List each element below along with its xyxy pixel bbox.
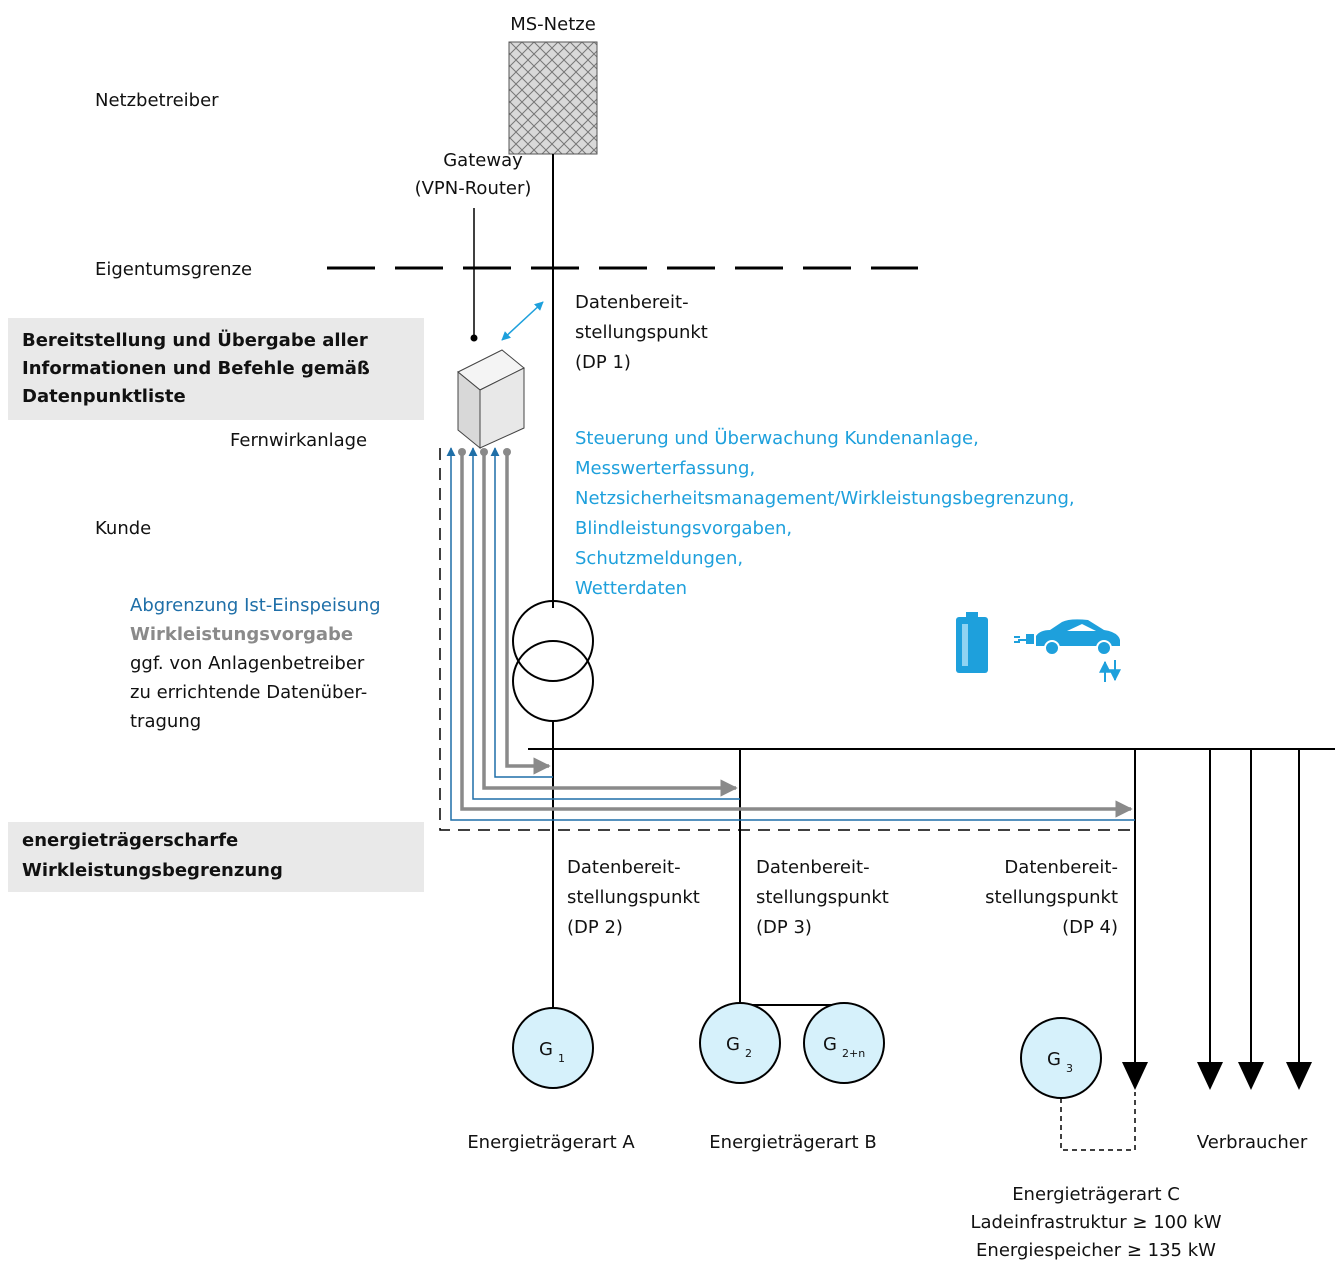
- svg-text:2: 2: [745, 1047, 752, 1060]
- fernwirkanlage-label: Fernwirkanlage: [230, 430, 367, 451]
- steuerung-text-4: Blindleistungsvorgaben,: [575, 518, 792, 539]
- dp4-label-3: (DP 4): [1062, 917, 1118, 938]
- art-c-label-2: Ladeinfrastruktur ≥ 100 kW: [970, 1212, 1221, 1233]
- bereitstellung-text-2: Informationen und Befehle gemäß: [22, 358, 370, 379]
- gateway-label-line1: Gateway: [443, 150, 523, 171]
- art-b-label: Energieträgerart B: [709, 1132, 876, 1153]
- steuerung-text-2: Messwerterfassung,: [575, 458, 755, 479]
- dp4-label-2: stellungspunkt: [985, 887, 1118, 908]
- svg-text:G: G: [1047, 1049, 1061, 1070]
- energietraeger-text-1: energieträgerscharfe: [22, 830, 238, 851]
- ms-netze-label: MS-Netze: [510, 14, 596, 35]
- consumer-arrow-2: [1238, 1062, 1264, 1090]
- bereitstellung-box: [8, 318, 424, 420]
- dp1-label-2: stellungspunkt: [575, 322, 708, 343]
- netzbetreiber-label: Netzbetreiber: [95, 90, 219, 111]
- kunde-label: Kunde: [95, 518, 151, 539]
- bereitstellung-text-3: Datenpunktliste: [22, 386, 186, 407]
- art-c-label-3: Energiespeicher ≥ 135 kW: [976, 1240, 1216, 1261]
- bidirectional-arrow-icon: [1099, 660, 1121, 682]
- svg-text:G: G: [539, 1039, 553, 1060]
- hatched-grid-icon: [508, 41, 598, 155]
- steuerung-text-1: Steuerung und Überwachung Kundenanlage,: [575, 427, 979, 449]
- steuerung-text-6: Wetterdaten: [575, 578, 687, 599]
- dp3-label-1: Datenbereit-: [756, 857, 870, 878]
- generator-g2: G 2: [699, 1002, 781, 1084]
- gateway-dot: [470, 334, 478, 342]
- dp1-label-3: (DP 1): [575, 352, 631, 373]
- svg-text:2+n: 2+n: [842, 1047, 865, 1060]
- ggf-text-1: ggf. von Anlagenbetreiber: [130, 653, 365, 674]
- gateway-label-line2: (VPN-Router): [415, 178, 532, 199]
- dp3-label-2: stellungspunkt: [756, 887, 889, 908]
- eigentumsgrenze-label: Eigentumsgrenze: [95, 259, 252, 280]
- consumer-arrow-1: [1197, 1062, 1223, 1090]
- svg-text:1: 1: [558, 1052, 565, 1065]
- energietraeger-text-2: Wirkleistungsbegrenzung: [22, 860, 283, 881]
- ggf-text-3: tragung: [130, 711, 201, 732]
- generator-g3: G 3: [1020, 1017, 1102, 1099]
- bereitstellung-text-1: Bereitstellung und Übergabe aller: [22, 329, 368, 351]
- abgrenzung-text: Abgrenzung Ist-Einspeisung: [130, 595, 381, 616]
- consumer-arrow-3: [1286, 1062, 1312, 1090]
- steuerung-text-5: Schutzmeldungen,: [575, 548, 743, 569]
- dp2-label-3: (DP 2): [567, 917, 623, 938]
- svg-text:3: 3: [1066, 1062, 1073, 1075]
- wirkleistungsvorgabe-signals: [460, 452, 1133, 818]
- verbraucher-label: Verbraucher: [1197, 1132, 1308, 1153]
- signal-dots: [458, 448, 511, 456]
- dp1-label-1: Datenbereit-: [575, 292, 689, 313]
- energietraeger-box: [8, 822, 424, 892]
- steuerung-text-3: Netzsicherheitsmanagement/Wirkleistungsb…: [575, 488, 1075, 509]
- wirkleistungsvorgabe-text: Wirkleistungsvorgabe: [130, 624, 353, 645]
- customer-boundary-dashed: [439, 448, 1135, 831]
- dp2-label-1: Datenbereit-: [567, 857, 681, 878]
- dp3-label-3: (DP 3): [756, 917, 812, 938]
- electric-car-icon: [1014, 619, 1120, 656]
- transformer-icon: [512, 600, 594, 722]
- art-c-label-1: Energieträgerart C: [1012, 1184, 1180, 1205]
- svg-text:G: G: [823, 1034, 837, 1055]
- server-box-icon: [457, 349, 525, 450]
- dp2-label-2: stellungspunkt: [567, 887, 700, 908]
- dp4-label-1: Datenbereit-: [1004, 857, 1118, 878]
- g3-dashed-connection: [1060, 1092, 1136, 1151]
- battery-icon: [956, 612, 988, 673]
- dp1-data-arrow: [501, 301, 544, 341]
- dp4-arrow-head: [1122, 1062, 1148, 1090]
- ist-einspeisung-signals: [446, 447, 1135, 821]
- art-a-label: Energieträgerart A: [467, 1132, 635, 1153]
- svg-text:G: G: [726, 1034, 740, 1055]
- generator-g1: G 1: [512, 1007, 594, 1089]
- ggf-text-2: zu errichtende Datenüber-: [130, 682, 367, 703]
- generator-g2n: G 2+n: [803, 1002, 885, 1084]
